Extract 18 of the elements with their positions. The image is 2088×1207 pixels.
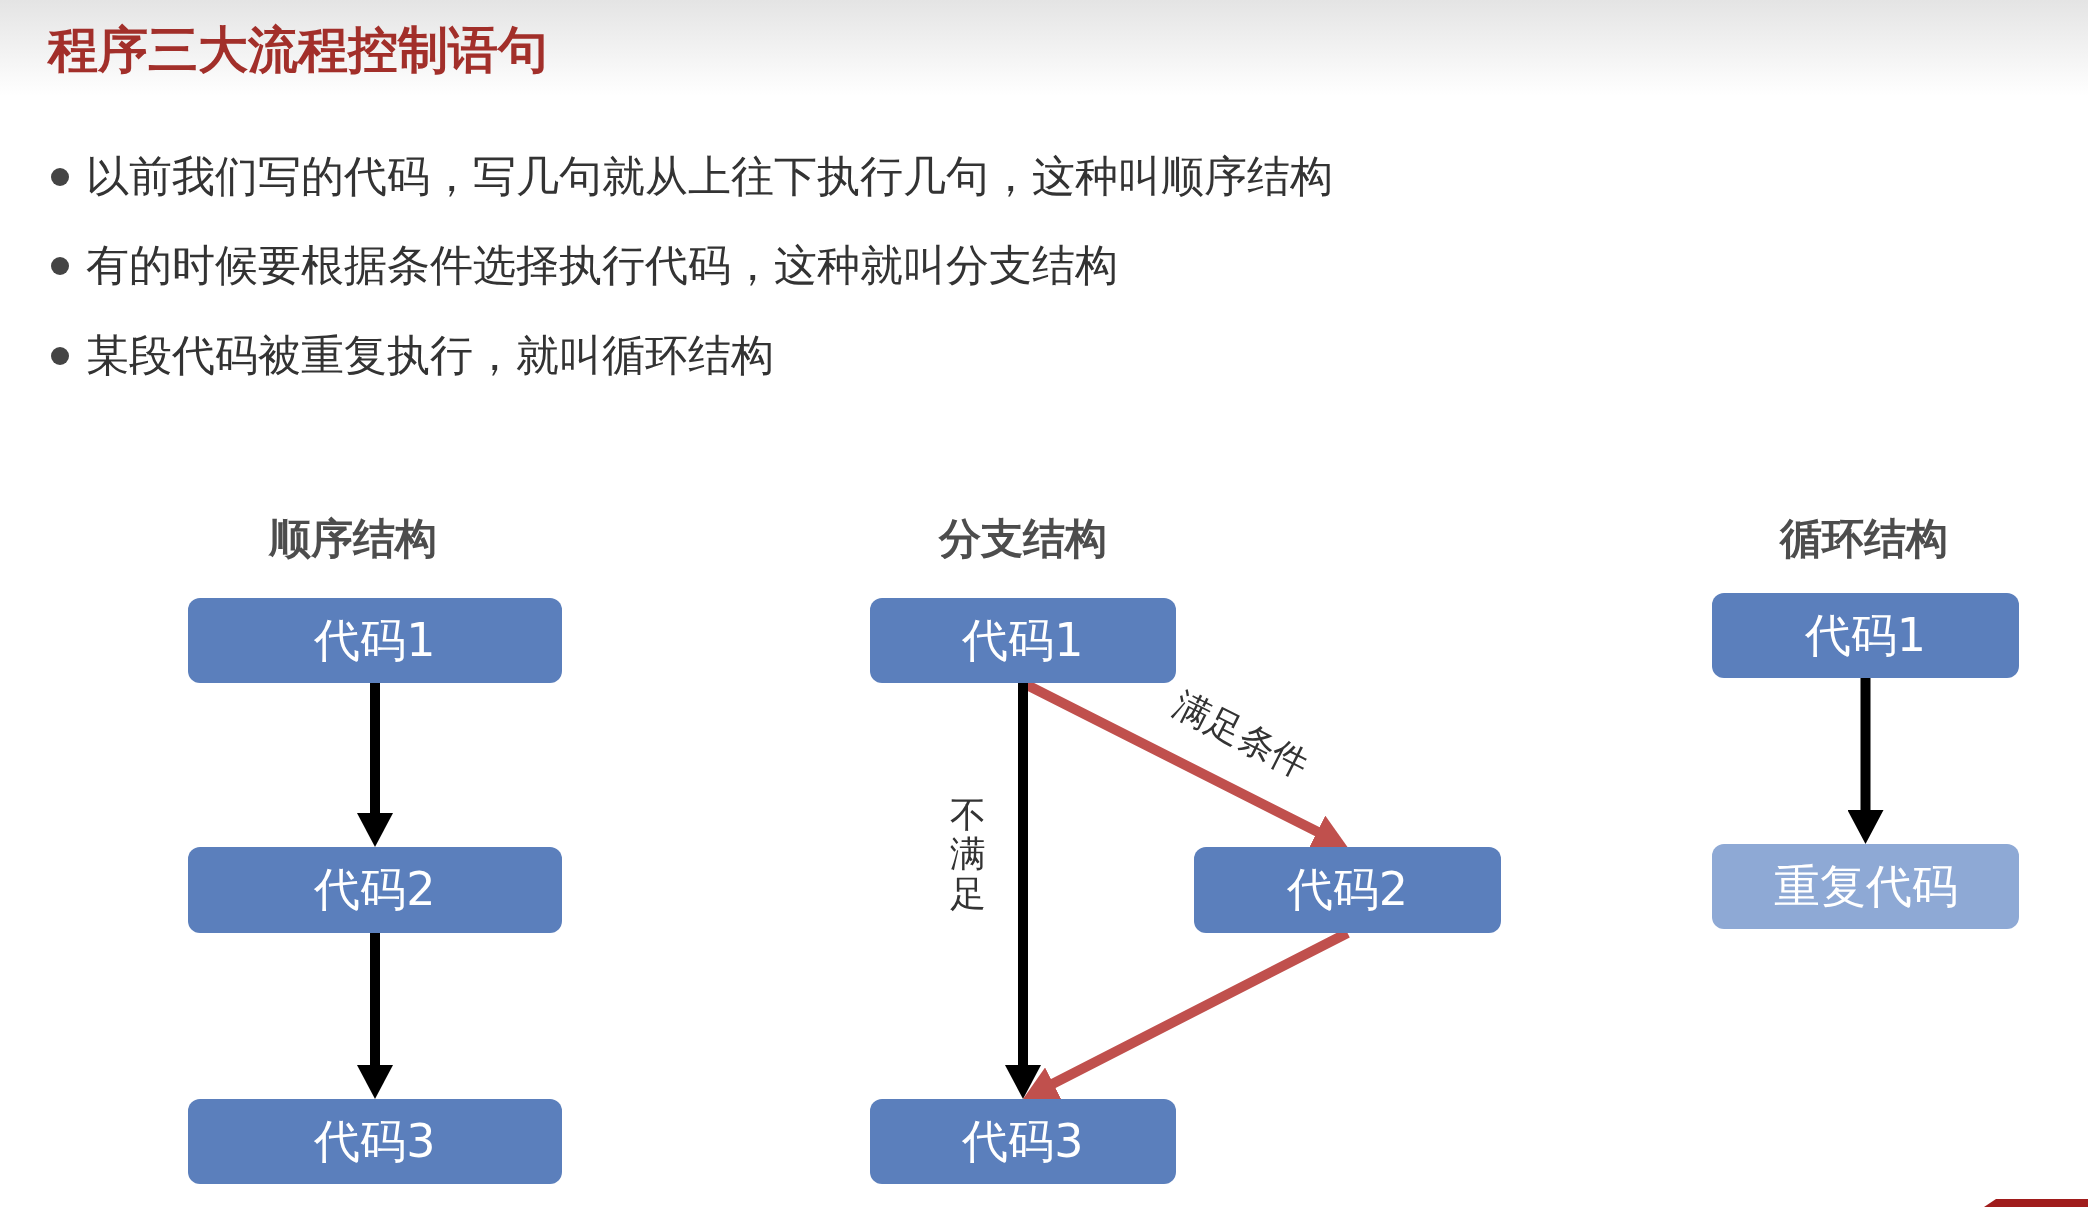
arrow <box>357 933 393 1099</box>
process-box: 代码3 <box>188 1099 562 1184</box>
process-box: 代码2 <box>188 847 562 933</box>
section-heading: 分支结构 <box>939 513 1107 565</box>
process-box: 代码1 <box>1712 593 2019 678</box>
process-box: 代码1 <box>870 598 1176 683</box>
arrow <box>1005 683 1041 1099</box>
bullet-text: 有的时候要根据条件选择执行代码，这种就叫分支结构 <box>86 240 1118 292</box>
section-heading: 顺序结构 <box>269 513 437 565</box>
page-title: 程序三大流程控制语句 <box>48 20 548 80</box>
bullet-text: 以前我们写的代码，写几句就从上往下执行几句，这种叫顺序结构 <box>86 151 1333 203</box>
process-box: 代码1 <box>188 598 562 683</box>
process-box: 重复代码 <box>1712 844 2019 929</box>
arrow <box>357 683 393 847</box>
bullet-text: 某段代码被重复执行，就叫循环结构 <box>86 330 774 382</box>
process-box: 代码2 <box>1194 847 1501 933</box>
process-box: 代码3 <box>870 1099 1176 1184</box>
section-heading: 循环结构 <box>1780 513 1948 565</box>
